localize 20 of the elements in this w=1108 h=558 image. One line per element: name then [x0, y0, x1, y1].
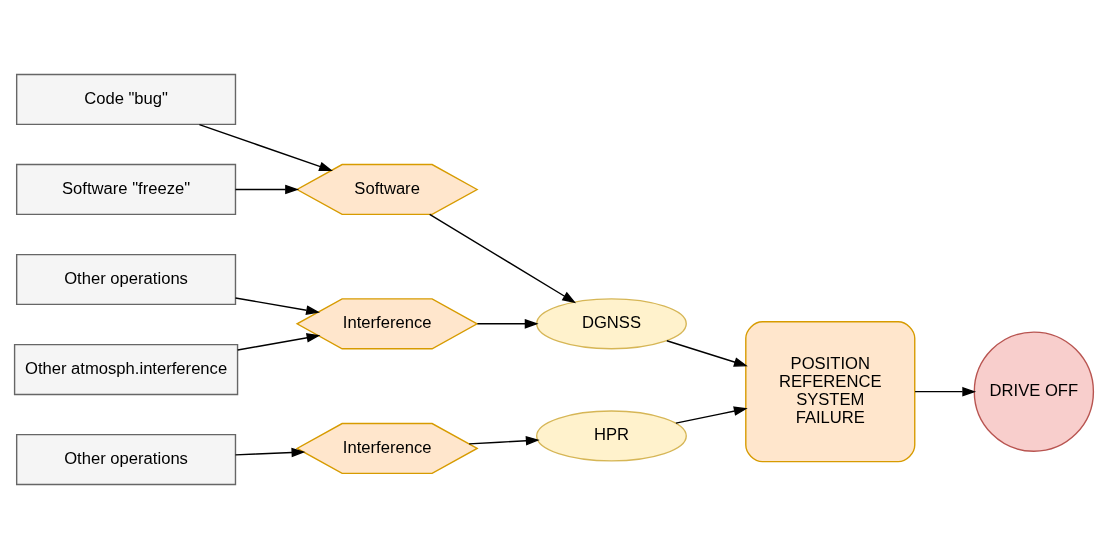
node-box: Other atmosph.interference	[13, 343, 239, 395]
node-box: Code "bug"	[16, 73, 237, 125]
node-ellipse: DGNSS	[536, 297, 687, 349]
node-ellipse: HPR	[536, 409, 687, 462]
arrow	[914, 386, 977, 397]
arrow	[234, 447, 306, 457]
node-circle: DRIVE OFF	[973, 330, 1095, 452]
arrow	[198, 123, 333, 171]
node-box: Other operations	[16, 253, 237, 305]
arrow	[675, 405, 748, 424]
arrow	[666, 339, 748, 367]
arrow	[234, 296, 320, 315]
arrow	[429, 213, 577, 303]
node-box: Other operations	[16, 433, 237, 485]
node-box: Software "freeze"	[16, 163, 237, 215]
arrow	[237, 332, 321, 351]
arrow	[234, 184, 300, 194]
arrow	[468, 435, 540, 446]
arrow	[476, 318, 539, 329]
node-box: POSITION REFERENCE SYSTEM FAILURE	[745, 320, 916, 462]
